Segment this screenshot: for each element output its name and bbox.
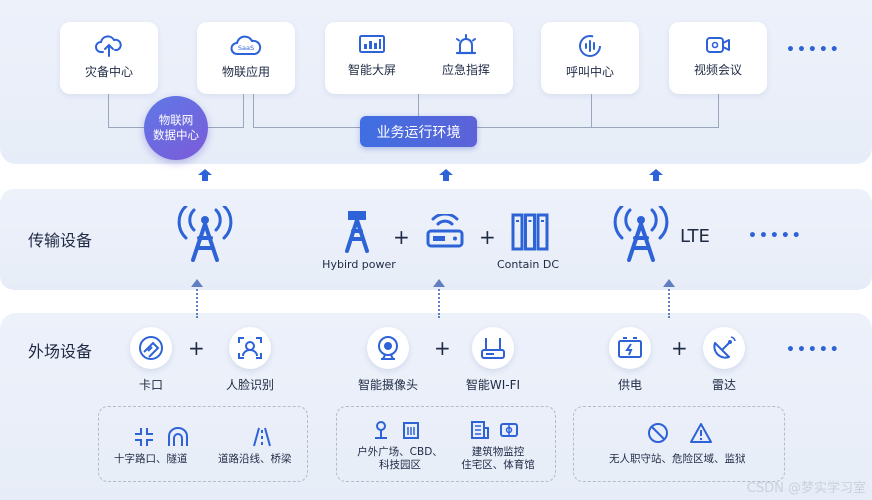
contain-dc-label: Contain DC [496,258,560,271]
arrow-head-icon [663,279,675,287]
connector-line [591,94,592,128]
face-recognition-item[interactable] [229,327,271,369]
more-field-dots: ••••• [786,342,841,358]
card-label: 应急指挥 [441,63,490,77]
smart-camera-icon [378,336,398,360]
checkpoint-label: 卡口 [138,378,164,392]
scene-building-residence: 建筑物监控 住宅区、体育馆 [452,446,544,472]
business-environment-box[interactable]: 业务运行环境 [360,116,477,147]
plus-sign: + [393,225,410,249]
battery-icon [618,337,642,358]
call-center-icon [579,35,601,57]
radar-item[interactable] [703,327,745,369]
connector-line [718,94,719,128]
office-building-icon [403,422,419,439]
checkpoint-icon [139,336,163,360]
card-label: 智能大屏 [347,63,396,77]
face-recognition-icon [238,337,262,359]
connector-line [243,94,244,128]
scene-plaza-cbd-line1: 户外广场、CBD、 [357,446,443,458]
lte-label: LTE [680,226,710,247]
power-supply-label: 供电 [617,378,643,392]
scene-box-remote [573,406,785,482]
arrow-head-icon [191,279,203,287]
card-label: 呼叫中心 [565,65,614,79]
card-label: 物联应用 [221,65,270,79]
router-icon [426,214,464,248]
cloud-upload-icon [95,35,122,57]
radar-dish-icon [713,336,736,359]
video-camera-icon [706,37,730,53]
card-label: 视频会议 [693,63,742,77]
card-video-conference[interactable]: 视频会议 [669,22,767,94]
warning-icon [690,423,712,443]
power-supply-item[interactable] [609,327,651,369]
card-call-center[interactable]: 呼叫中心 [541,22,639,94]
connector-line [253,127,719,128]
scene-building-line1: 建筑物监控 [471,446,525,458]
smart-wifi-item[interactable] [472,327,514,369]
more-transmission-dots: ••••• [748,228,803,244]
watermark: CSDN @梦实学习室 [746,481,866,496]
iot-center-line2: 数据中心 [153,128,199,142]
arrow-up-icon [649,169,663,181]
dotted-connector [668,282,670,318]
scene-road-bridge: 道路沿线、桥梁 [218,453,292,465]
dashboard-screen-icon [359,35,385,53]
smart-wifi-label: 智能WI-FI [465,378,521,392]
more-apps-dots: ••••• [786,42,841,58]
park-tree-icon [375,421,387,439]
hybird-power-label: Hybird power [322,258,396,271]
scene-box-traffic [98,406,308,482]
card-label: 灾备中心 [84,65,133,79]
business-environment-label: 业务运行环境 [376,124,461,141]
scene-plaza-cbd: 户外广场、CBD、 科技园区 [354,446,446,472]
card-iot-application[interactable]: SaaS 物联应用 [197,22,295,94]
connector-line [108,94,109,128]
scene-plaza-cbd-line2: 科技园区 [379,459,421,471]
connector-line [418,94,419,116]
connector-line [253,94,254,128]
scene-crossroad-tunnel: 十字路口、隧道 [114,453,188,465]
antenna-tower-icon [177,206,233,262]
tunnel-icon [168,427,188,446]
server-rack-icon [511,213,549,251]
crossroad-icon [135,428,153,446]
power-tower-icon [345,211,369,253]
saas-cloud-icon: SaaS [230,35,262,55]
arrow-up-icon [198,169,212,181]
saas-text: SaaS [238,44,254,52]
field-title: 外场设备 [28,342,93,361]
plus-sign: + [434,336,451,360]
checkpoint-item[interactable] [130,327,172,369]
wifi-router-icon [481,338,505,359]
card-disaster-recovery[interactable]: 灾备中心 [60,22,158,94]
plus-sign: + [188,336,205,360]
face-recognition-label: 人脸识别 [225,378,275,392]
scene-building-line2: 住宅区、体育馆 [461,459,535,471]
no-entry-icon [648,423,668,443]
stadium-icon [500,423,518,437]
building-monitor-icon [471,421,489,439]
arrow-up-icon [439,169,453,181]
dotted-connector [196,282,198,318]
transmission-title: 传输设备 [28,231,93,250]
dotted-connector [438,282,440,318]
plus-sign: + [479,225,496,249]
arrow-head-icon [433,279,445,287]
road-icon [253,427,271,447]
iot-data-center-badge[interactable]: 物联网 数据中心 [144,96,208,160]
scene-box-urban [336,406,556,482]
iot-center-line1: 物联网 [158,113,194,127]
lte-antenna-icon [613,206,669,262]
plus-sign: + [671,336,688,360]
smart-camera-label: 智能摄像头 [357,378,419,392]
radar-label: 雷达 [711,378,737,392]
card-screen-command[interactable]: 智能大屏 应急指挥 [325,22,513,94]
smart-camera-item[interactable] [367,327,409,369]
scene-remote-sites: 无人职守站、危险区域、监狱 [609,453,746,465]
alarm-siren-icon [455,34,477,55]
